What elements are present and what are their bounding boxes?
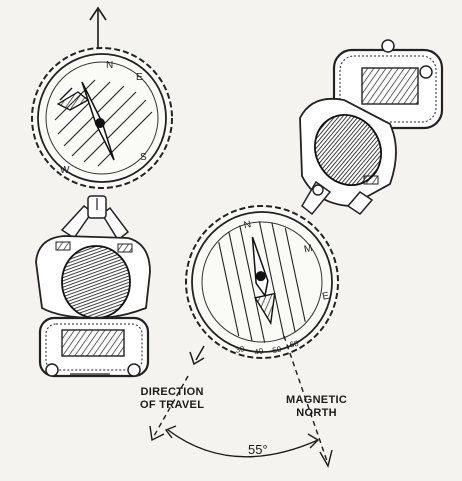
person-left bbox=[36, 196, 150, 376]
head-left bbox=[62, 246, 130, 318]
main-compass: N M E 30 40 50 60 bbox=[172, 192, 352, 372]
top-compass-letter-e: E bbox=[136, 72, 143, 83]
person-right bbox=[300, 40, 442, 214]
direction-label-line1: DIRECTION bbox=[140, 386, 204, 399]
direction-label-line2: OF TRAVEL bbox=[140, 399, 204, 412]
angle-label: 55° bbox=[248, 442, 268, 457]
top-compass-letter-n: N bbox=[106, 60, 113, 71]
top-compass-letter-w: W bbox=[60, 165, 70, 176]
angle-arc bbox=[166, 426, 318, 457]
north-arrow bbox=[90, 8, 106, 52]
magnetic-north-label: MAGNETIC NORTH bbox=[286, 394, 347, 420]
top-compass: N E S W bbox=[32, 48, 172, 188]
top-compass-letter-s: S bbox=[140, 152, 147, 163]
direction-of-travel-label: DIRECTION OF TRAVEL bbox=[140, 386, 204, 412]
magnetic-label-line2: NORTH bbox=[286, 407, 347, 420]
magnetic-label-line1: MAGNETIC bbox=[286, 394, 347, 407]
